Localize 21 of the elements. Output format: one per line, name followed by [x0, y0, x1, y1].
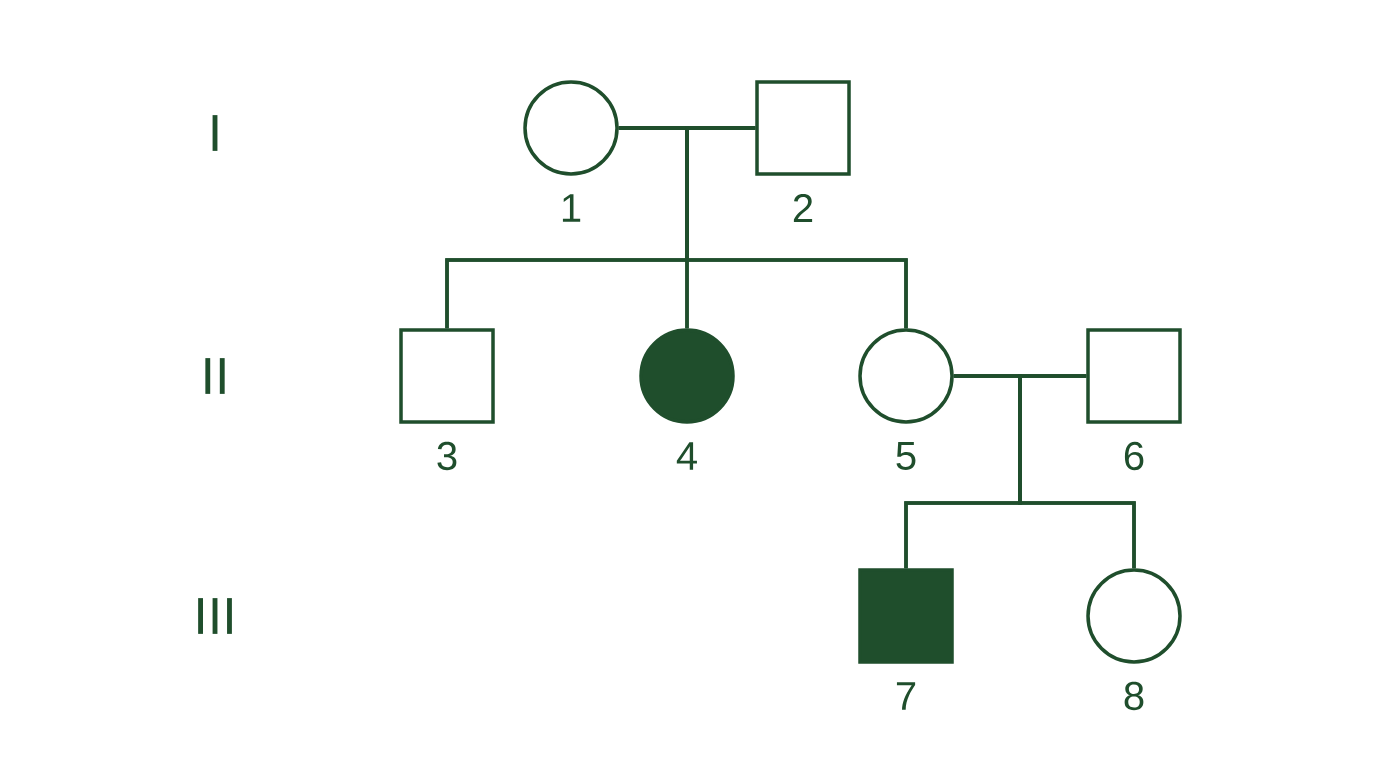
- pedigree-square: [1086, 328, 1182, 424]
- generation-label: II: [205, 358, 225, 394]
- pedigree-square: [755, 80, 851, 176]
- pedigree-circle: [523, 80, 619, 176]
- individual-number: 4: [676, 442, 697, 470]
- individual-number: 3: [437, 441, 457, 471]
- descent-line: [685, 126, 908, 329]
- individual-number: 6: [1124, 441, 1144, 471]
- generation-label: I: [212, 115, 218, 151]
- pedigree-square: [399, 328, 495, 424]
- descent-line: [1018, 374, 1136, 569]
- pedigree-circle: [639, 328, 735, 424]
- generation-label: III: [198, 598, 232, 634]
- pedigree-circle: [858, 328, 954, 424]
- individual-number: 2: [793, 194, 813, 222]
- individual-number: 5: [896, 442, 916, 470]
- individual-number: 8: [1124, 681, 1144, 711]
- individual-number: 7: [896, 682, 916, 710]
- pedigree-square: [858, 568, 954, 664]
- pedigree-circle: [1086, 568, 1182, 664]
- individual-number: 1: [562, 194, 581, 222]
